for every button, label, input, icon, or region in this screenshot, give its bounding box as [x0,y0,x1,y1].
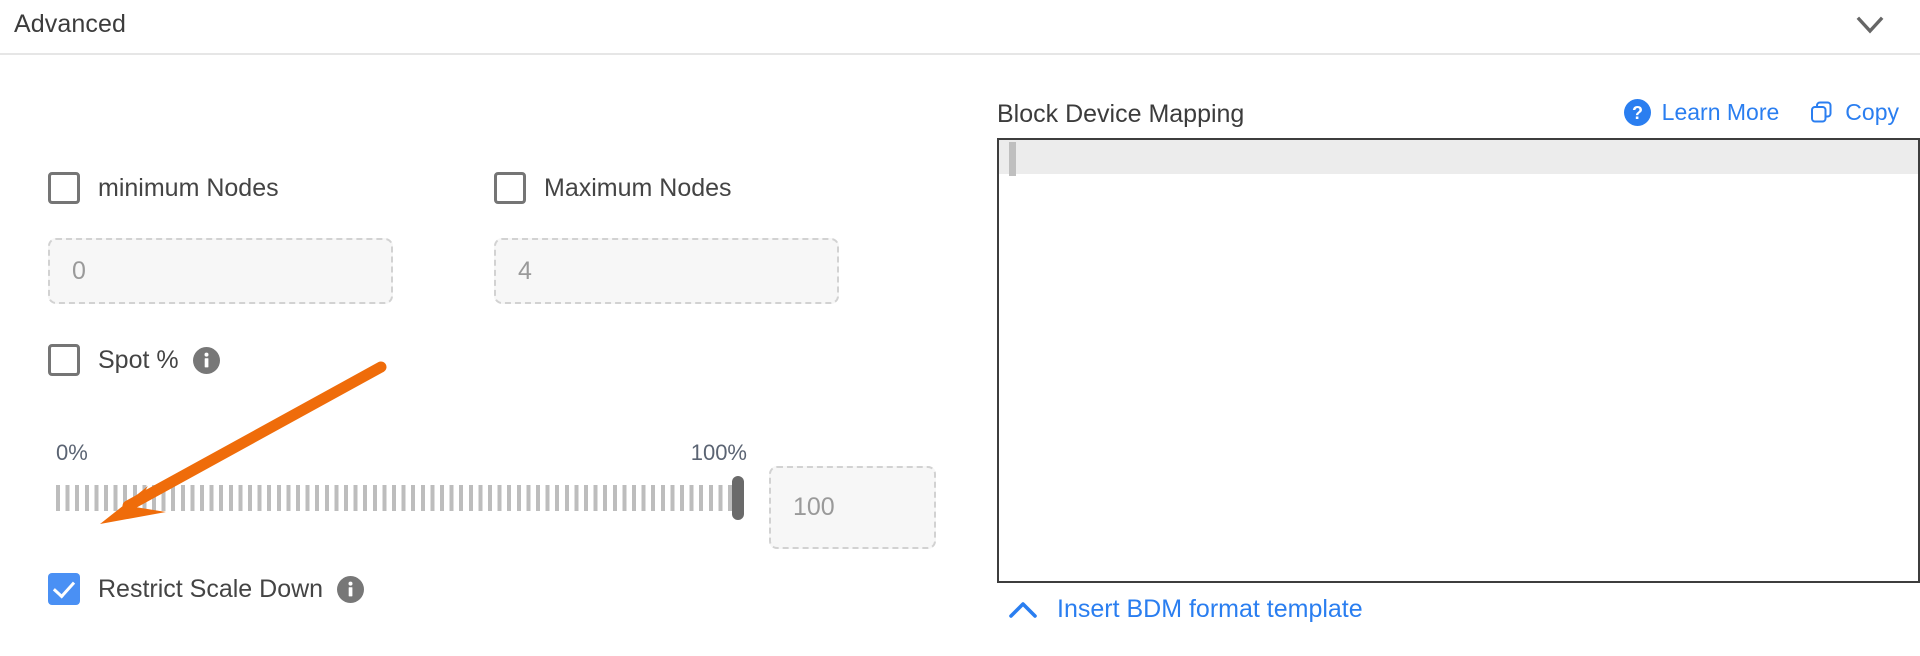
minimum-nodes-label: minimum Nodes [98,173,279,202]
block-device-mapping-editor[interactable] [997,138,1920,583]
restrict-scale-down-checkbox[interactable] [48,573,80,605]
spot-percent-value-input[interactable]: 100 [769,466,936,549]
chevron-down-icon[interactable] [1848,8,1892,42]
page-title: Advanced [14,10,126,38]
advanced-left-column: minimum Nodes 0 Maximum Nodes 4 Spot % 0… [0,55,990,656]
info-icon[interactable] [337,575,365,603]
chevron-up-icon [1009,601,1037,618]
insert-bdm-template-label: Insert BDM format template [1057,595,1363,623]
restrict-scale-down-row: Restrict Scale Down [48,573,365,605]
block-device-mapping-panel: Block Device Mapping ? Learn More Copy [997,55,1920,656]
spot-percent-checkbox[interactable] [48,344,80,376]
slider-max-label: 100% [690,440,747,465]
spot-percent-slider[interactable]: 0% 100% [56,440,747,520]
spot-percent-value: 100 [793,493,835,521]
editor-gutter [1009,142,1016,176]
slider-min-label: 0% [56,440,88,465]
copy-label: Copy [1845,99,1899,125]
minimum-nodes-input[interactable]: 0 [48,238,393,304]
question-circle-icon: ? [1623,99,1651,126]
copy-icon [1809,100,1834,125]
learn-more-label: Learn More [1661,99,1780,125]
copy-link[interactable]: Copy [1809,99,1899,126]
restrict-scale-down-label: Restrict Scale Down [98,574,324,603]
maximum-nodes-input-value: 4 [518,256,532,285]
spot-percent-row: Spot % [48,344,220,376]
svg-text:?: ? [1632,103,1643,123]
info-icon[interactable] [192,346,220,374]
maximum-nodes-input[interactable]: 4 [494,238,839,304]
maximum-nodes-label: Maximum Nodes [544,173,732,202]
block-device-mapping-title: Block Device Mapping [997,100,1245,128]
minimum-nodes-checkbox[interactable] [48,172,80,204]
insert-bdm-template-link[interactable]: Insert BDM format template [1007,595,1363,624]
editor-active-line [999,140,1918,174]
slider-track[interactable] [56,485,747,511]
slider-thumb[interactable] [732,476,744,520]
block-device-mapping-actions: ? Learn More Copy [1623,99,1899,126]
maximum-nodes-row: Maximum Nodes [494,172,732,204]
learn-more-link[interactable]: ? Learn More [1623,99,1780,126]
maximum-nodes-checkbox[interactable] [494,172,526,204]
minimum-nodes-input-value: 0 [72,256,86,285]
advanced-section-header: Advanced [0,0,1920,55]
minimum-nodes-row: minimum Nodes [48,172,279,204]
spot-percent-label: Spot % [98,345,179,374]
